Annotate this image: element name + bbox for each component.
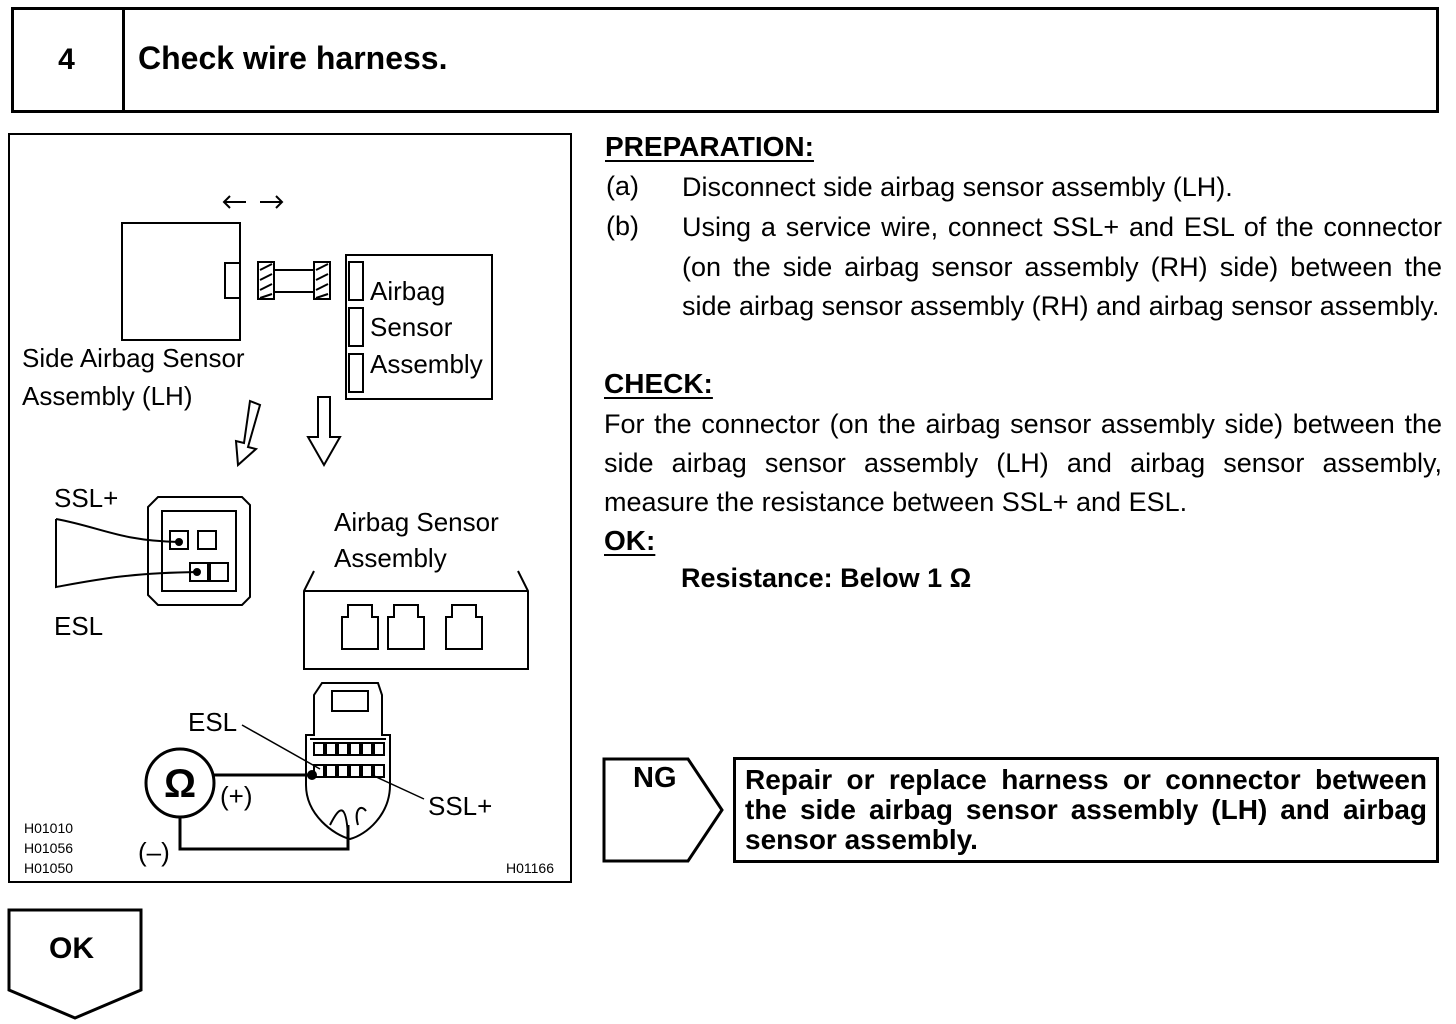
ohmmeter-icon xyxy=(144,747,350,851)
prep-item-b-label: (b) xyxy=(606,211,639,241)
prep-item-a-text: Disconnect side airbag sensor assembly (… xyxy=(682,172,1233,202)
ng-arrow-box xyxy=(602,757,724,863)
ssl-plus-label-bottom: SSL+ xyxy=(428,791,492,821)
check-heading: CHECK: xyxy=(604,368,713,399)
service-wire-icon xyxy=(257,261,331,300)
ng-label: NG xyxy=(633,762,677,794)
preparation-heading: PREPARATION: xyxy=(605,131,814,162)
airbag-sensor-mid-label-1: Airbag Sensor xyxy=(334,507,499,537)
esl-label-top: ESL xyxy=(54,611,103,641)
step-header xyxy=(11,7,1439,113)
ssl-plus-label-top: SSL+ xyxy=(54,483,118,513)
check-text: For the connector (on the airbag sensor … xyxy=(604,409,1442,517)
ng-result-text: Repair or replace harness or connector b… xyxy=(745,764,1427,855)
prep-item-a-label: (a) xyxy=(606,171,639,201)
airbag-sensor-connector-block xyxy=(303,570,529,670)
ok-spec-text: Resistance: Below 1 Ω xyxy=(681,563,972,593)
figure-code-3: H01050 xyxy=(24,860,73,876)
prep-item-b-text: Using a service wire, connect SSL+ and E… xyxy=(682,212,1442,321)
ohm-symbol: Ω xyxy=(164,762,196,806)
side-sensor-label-2: Assembly (LH) xyxy=(22,381,192,411)
side-sensor-label-1: Side Airbag Sensor xyxy=(22,343,245,373)
airbag-sensor-label-1: Airbag xyxy=(370,276,445,306)
step-number: 4 xyxy=(11,7,125,113)
airbag-sensor-label-2: Sensor xyxy=(370,312,453,342)
minus-terminal-label: (–) xyxy=(138,837,170,867)
ng-result-box xyxy=(733,757,1439,863)
step-title: Check wire harness. xyxy=(138,40,448,76)
figure-code-2: H01056 xyxy=(24,840,73,856)
ok-heading: OK: xyxy=(604,525,656,556)
harness-connector xyxy=(305,682,391,841)
diagram-figure: Airbag Sensor Assembly Side Airbag Senso… xyxy=(8,133,572,883)
side-sensor-connector xyxy=(55,496,251,606)
disconnect-arrows-icon xyxy=(222,195,284,209)
airbag-sensor-box xyxy=(345,254,493,400)
ok-arrow-box xyxy=(7,908,143,1020)
figure-code-1: H01010 xyxy=(24,820,73,836)
plus-terminal-label: (+) xyxy=(220,781,253,811)
diagram-svg: Airbag Sensor Assembly Side Airbag Senso… xyxy=(22,195,554,876)
figure-code-right: H01166 xyxy=(506,860,554,876)
side-sensor-box xyxy=(121,222,241,341)
ok-branch-label: OK xyxy=(49,932,94,965)
airbag-sensor-label-3: Assembly xyxy=(370,349,483,379)
airbag-sensor-mid-label-2: Assembly xyxy=(334,543,447,573)
esl-label-bottom: ESL xyxy=(188,707,237,737)
down-arrow-icon xyxy=(234,396,342,468)
